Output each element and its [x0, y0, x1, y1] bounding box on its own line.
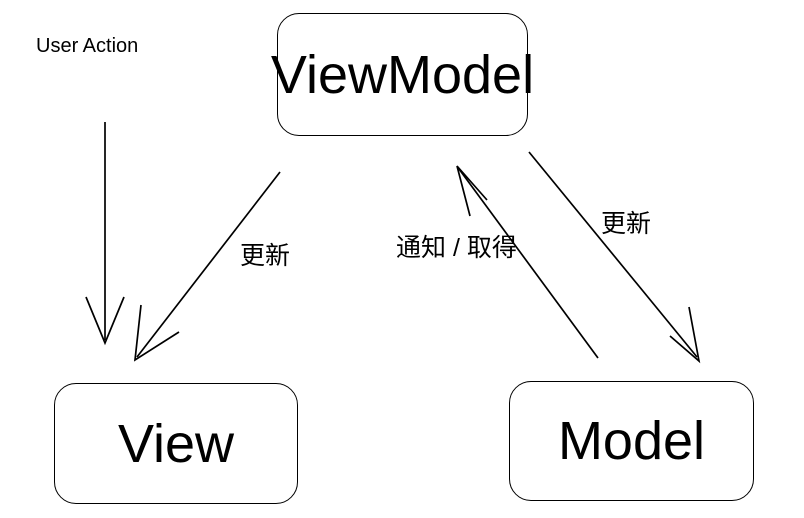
viewmodel-to-view-line [136, 171, 281, 358]
edge-viewmodel-to-model [528, 151, 701, 364]
viewmodel-to-view-arrowhead [133, 304, 180, 362]
edge-user-action [85, 122, 125, 346]
node-viewmodel-label: ViewModel [270, 44, 535, 105]
node-view[interactable]: View [54, 383, 298, 504]
model-to-viewmodel-line [458, 168, 599, 359]
node-viewmodel[interactable]: ViewModel [271, 13, 534, 136]
viewmodel-to-model-arrowhead [669, 306, 701, 364]
node-model[interactable]: Model [509, 381, 754, 501]
edge-viewmodel-to-view [133, 171, 281, 362]
node-model-label: Model [557, 411, 706, 471]
user-action-arrowhead [85, 296, 125, 346]
edge-label-model-to-viewmodel: 通知 / 取得 [396, 234, 517, 262]
edge-label-user-action: User Action [36, 35, 139, 57]
edge-model-to-viewmodel [456, 165, 599, 359]
model-to-viewmodel-arrowhead [456, 165, 488, 217]
node-view-label: View [117, 413, 235, 474]
edge-label-viewmodel-to-model: 更新 [601, 210, 652, 238]
edge-label-viewmodel-to-view: 更新 [240, 242, 291, 270]
viewmodel-to-model-line [528, 151, 698, 358]
